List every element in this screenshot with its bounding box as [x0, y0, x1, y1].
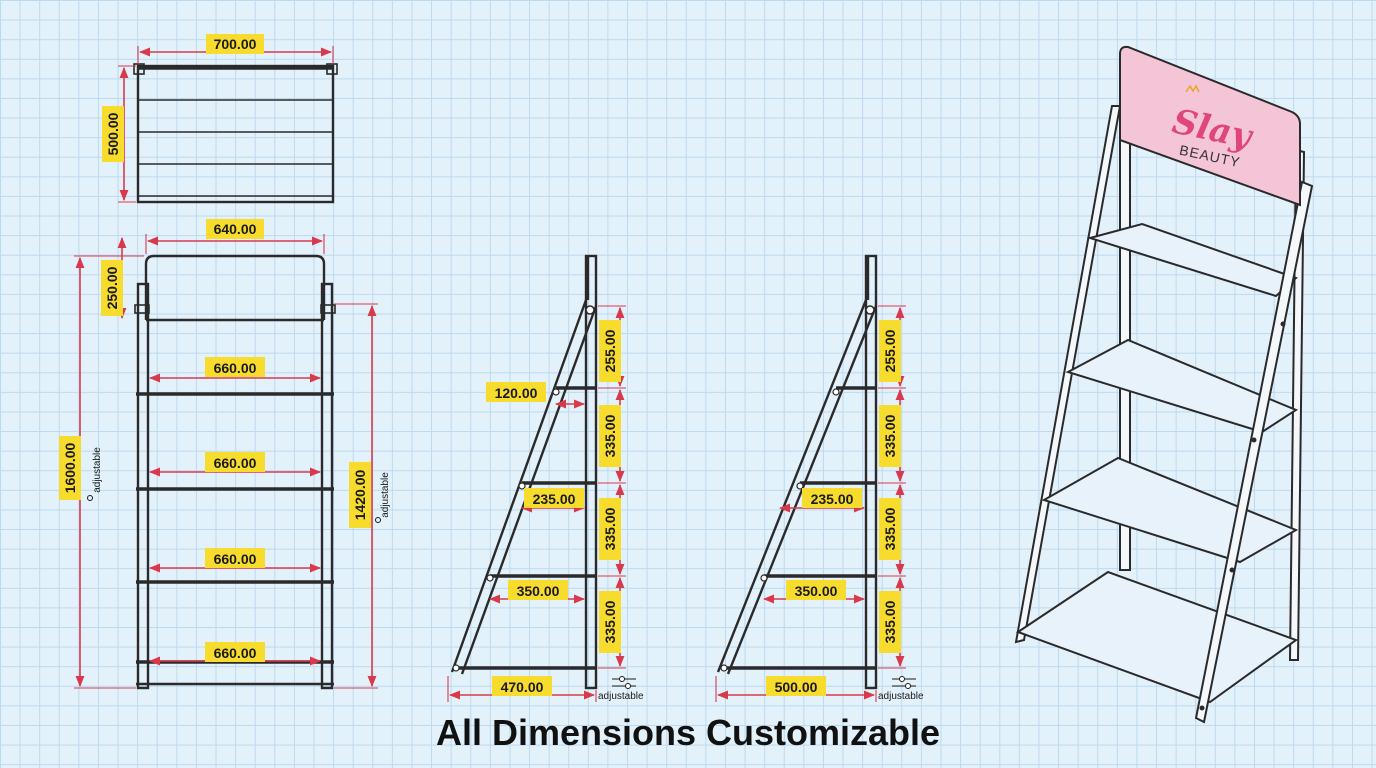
side-a-back-post	[584, 254, 598, 690]
label-frame-height-bg	[349, 462, 371, 528]
front-view-left-post	[136, 282, 150, 690]
adjustable-note: adjustable	[598, 691, 644, 702]
front-view-right-post	[320, 282, 334, 690]
iso-shelf	[1041, 456, 1299, 564]
label-top-width-bg	[206, 34, 264, 54]
front-view-header	[144, 254, 326, 320]
isometric-view: Slay BEAUTY	[1014, 45, 1314, 724]
label-header-height: 250.00	[104, 266, 120, 309]
label-total-height: 1600.00	[62, 442, 78, 493]
adjustable-note: adjustable	[92, 447, 103, 493]
top-view: 700.00 500.00	[102, 34, 338, 204]
label-frame-height: 1420.00	[352, 469, 368, 520]
label-spacing: 335.00	[602, 507, 618, 550]
side-view-a: 255.00 335.00 335.00 335.00 120.00 235.0…	[447, 254, 644, 702]
label-spacing: 335.00	[882, 600, 898, 643]
label-total-height-bg	[59, 436, 81, 500]
label-top-depth: 500.00	[105, 112, 121, 155]
label-shelf-width: 660.00	[214, 645, 257, 661]
label-base-depth: 500.00	[775, 679, 818, 695]
iso-shelf	[1015, 570, 1299, 704]
label-top-depth-bg	[102, 106, 124, 162]
label-top-width: 700.00	[214, 36, 257, 52]
label-spacing: 335.00	[602, 600, 618, 643]
crown-icon	[1185, 84, 1200, 93]
label-shelf-depth: 350.00	[795, 583, 838, 599]
label-shelf-depth: 350.00	[517, 583, 560, 599]
label-spacing: 335.00	[602, 414, 618, 457]
iso-shelf	[1086, 222, 1298, 298]
side-b-front-leg	[716, 299, 868, 673]
label-spacing: 255.00	[882, 329, 898, 372]
label-spacing: 335.00	[882, 507, 898, 550]
label-header-height-bg	[101, 260, 123, 316]
label-shelf-depth: 235.00	[533, 491, 576, 507]
adjustable-note: adjustable	[380, 472, 391, 518]
iso-shelf	[1065, 338, 1299, 434]
top-view-outline	[136, 64, 335, 204]
label-shelf-width: 660.00	[214, 455, 257, 471]
label-shelf-width: 660.00	[214, 360, 257, 376]
label-shelf-depth: 235.00	[811, 491, 854, 507]
iso-front-right-leg	[1194, 180, 1314, 724]
label-spacing: 335.00	[882, 414, 898, 457]
label-shelf-depth: 120.00	[495, 385, 538, 401]
label-front-top-width-bg	[206, 219, 264, 239]
side-b-back-post	[864, 254, 878, 690]
top-view-corner	[326, 63, 338, 75]
label-shelf-width: 660.00	[214, 551, 257, 567]
label-front-top-width: 640.00	[214, 221, 257, 237]
side-view-b: 255.00 335.00 335.00 335.00 235.00 350.0…	[715, 254, 924, 702]
iso-sign-panel	[1119, 45, 1301, 207]
caption: All Dimensions Customizable	[435, 712, 941, 753]
top-view-corner	[133, 63, 145, 75]
front-view: 640.00 250.00 1600.00 adjustable 1420.00…	[59, 219, 391, 690]
label-spacing: 255.00	[602, 329, 618, 372]
label-base-depth: 470.00	[501, 679, 544, 695]
adjustable-note: adjustable	[878, 691, 924, 702]
